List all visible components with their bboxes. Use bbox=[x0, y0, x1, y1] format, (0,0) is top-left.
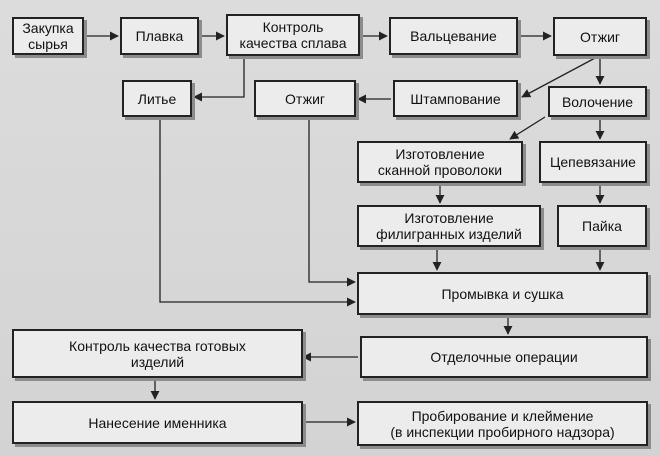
node-otdelochnye: Отделочные операции bbox=[360, 336, 648, 378]
node-volochenie: Волочение bbox=[548, 86, 647, 117]
node-skannaya: Изготовление сканной проволоки bbox=[357, 141, 523, 183]
arrow-lite-promyvka bbox=[159, 116, 356, 307]
node-lite: Литье bbox=[122, 80, 192, 117]
node-payka: Пайка bbox=[557, 205, 647, 247]
node-filigrannye: Изготовление филигранных изделий bbox=[357, 205, 541, 247]
node-tsepevyazanie: Цепевязание bbox=[539, 141, 647, 183]
node-plavka: Плавка bbox=[120, 17, 199, 55]
node-valtsevanie: Вальцевание bbox=[389, 17, 518, 55]
node-kontrol-splava: Контроль качества сплава bbox=[226, 14, 360, 56]
arrow-kontrol-lite bbox=[193, 55, 245, 102]
node-kontrol-gotovykh: Контроль качества готовых изделий bbox=[12, 329, 303, 378]
node-otzhig-mid: Отжиг bbox=[254, 80, 356, 117]
node-shtampovanie: Штампование bbox=[393, 80, 518, 117]
node-promyvka: Промывка и сушка bbox=[357, 272, 648, 315]
arrow-otzhig-promyvka bbox=[308, 116, 356, 287]
node-otzhig-top: Отжиг bbox=[553, 17, 647, 56]
arrow-volochenie-skannaya bbox=[509, 116, 546, 140]
arrow-volochenie-otzhig-diag bbox=[521, 56, 598, 98]
node-zakupka: Закупка сырья bbox=[12, 17, 84, 55]
node-probirovanie: Пробирование и клеймение (в инспекции пр… bbox=[357, 401, 648, 446]
node-imennik: Нанесение именника bbox=[12, 401, 303, 444]
